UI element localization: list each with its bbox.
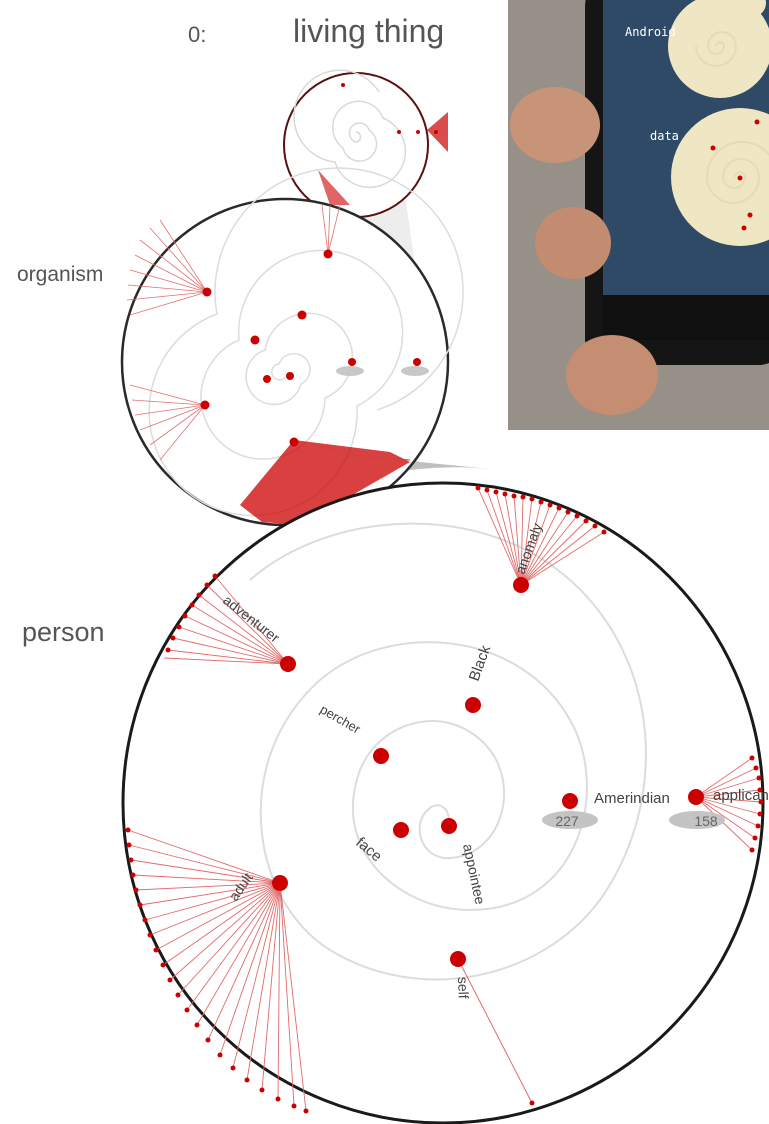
node-dot bbox=[286, 372, 294, 380]
label-amerindian: Amerindian bbox=[594, 790, 670, 807]
fan-cluster bbox=[240, 440, 410, 525]
level-label-living-thing: living thing bbox=[293, 13, 444, 49]
count-blob bbox=[542, 811, 598, 829]
fan-cluster-adventurer bbox=[163, 575, 289, 665]
thumb bbox=[566, 335, 658, 415]
node-anomaly[interactable] bbox=[513, 577, 529, 593]
level-label-person: person bbox=[22, 617, 105, 647]
phone-label-data: data bbox=[650, 129, 679, 143]
node-dot bbox=[200, 400, 210, 410]
node-adventurer[interactable] bbox=[280, 656, 296, 672]
finger bbox=[510, 87, 600, 163]
node-dot bbox=[297, 310, 307, 320]
node-dot bbox=[413, 358, 421, 366]
node-appointee[interactable] bbox=[441, 818, 457, 834]
phone-label-android: Android bbox=[625, 25, 676, 39]
node-dot bbox=[263, 375, 271, 383]
fan-cluster bbox=[318, 170, 350, 205]
node-dot bbox=[202, 287, 212, 297]
count-applicant: 158 bbox=[694, 813, 718, 829]
fan-cluster-anomaly bbox=[477, 487, 605, 586]
node-percher[interactable] bbox=[373, 748, 389, 764]
label-self: self bbox=[455, 977, 472, 999]
node-dot bbox=[341, 83, 345, 87]
organism-circle bbox=[120, 167, 464, 527]
living-thing-circle bbox=[283, 69, 448, 218]
node-amerindian[interactable] bbox=[562, 793, 578, 809]
node-black[interactable] bbox=[465, 697, 481, 713]
node-dot bbox=[416, 130, 420, 134]
level-label-organism: organism bbox=[17, 263, 103, 286]
node-dot bbox=[323, 249, 333, 259]
count-amerindian: 227 bbox=[555, 813, 579, 829]
finger bbox=[535, 207, 611, 279]
node-dot bbox=[250, 335, 260, 345]
node-adult[interactable] bbox=[272, 875, 288, 891]
label-applicant: applicant bbox=[713, 787, 769, 804]
fan-cluster bbox=[126, 204, 341, 461]
node-dot bbox=[289, 437, 299, 447]
node-face[interactable] bbox=[393, 822, 409, 838]
fan-line-self bbox=[457, 958, 533, 1104]
node-applicant[interactable] bbox=[688, 789, 704, 805]
fan-cluster-applicant bbox=[695, 757, 762, 851]
level-index: 0: bbox=[188, 22, 206, 47]
node-dot bbox=[397, 130, 401, 134]
node-dot bbox=[348, 358, 356, 366]
node-dot bbox=[434, 130, 438, 134]
fan-cluster-adult bbox=[127, 829, 307, 1112]
node-self[interactable] bbox=[450, 951, 466, 967]
person-circle: 227 158 anomaly adventurer Black percher… bbox=[121, 481, 769, 1124]
rim-dots bbox=[125, 485, 764, 1114]
count-blob bbox=[669, 811, 725, 829]
phone-photo: Android data bbox=[508, 0, 769, 430]
